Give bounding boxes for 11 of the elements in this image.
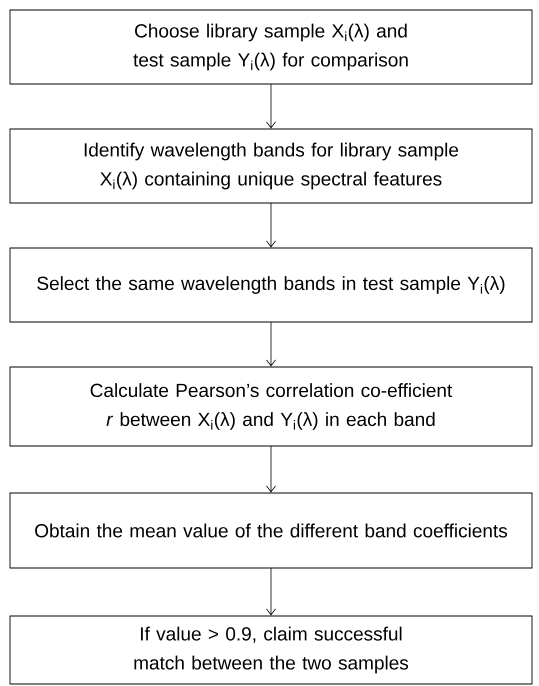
process-box: Select the same wavelength bands in test sample Y$_{i}$(λ) bbox=[10, 248, 532, 322]
process-box: Calculate Pearson’s correlation co-efficient r between X$_{i}$(λ) and Y$_{i}$(λ) in each band bbox=[10, 366, 532, 446]
arrow bbox=[266, 84, 276, 129]
process-box: If value > 0.9, claim successful match between the two samples bbox=[10, 616, 532, 684]
process-box: Obtain the mean value of the different band coefficients bbox=[10, 492, 532, 568]
arrow bbox=[266, 203, 276, 248]
process-box: Identify wavelength bands for library sample X$_{i}$(λ) containing unique spectral features bbox=[10, 128, 532, 204]
arrow bbox=[266, 446, 276, 493]
process-box: Choose library sample X$_{i}$(λ) and test sample Y$_{i}$(λ) for comparison bbox=[10, 10, 532, 84]
arrow bbox=[266, 568, 276, 616]
arrow bbox=[266, 322, 276, 367]
